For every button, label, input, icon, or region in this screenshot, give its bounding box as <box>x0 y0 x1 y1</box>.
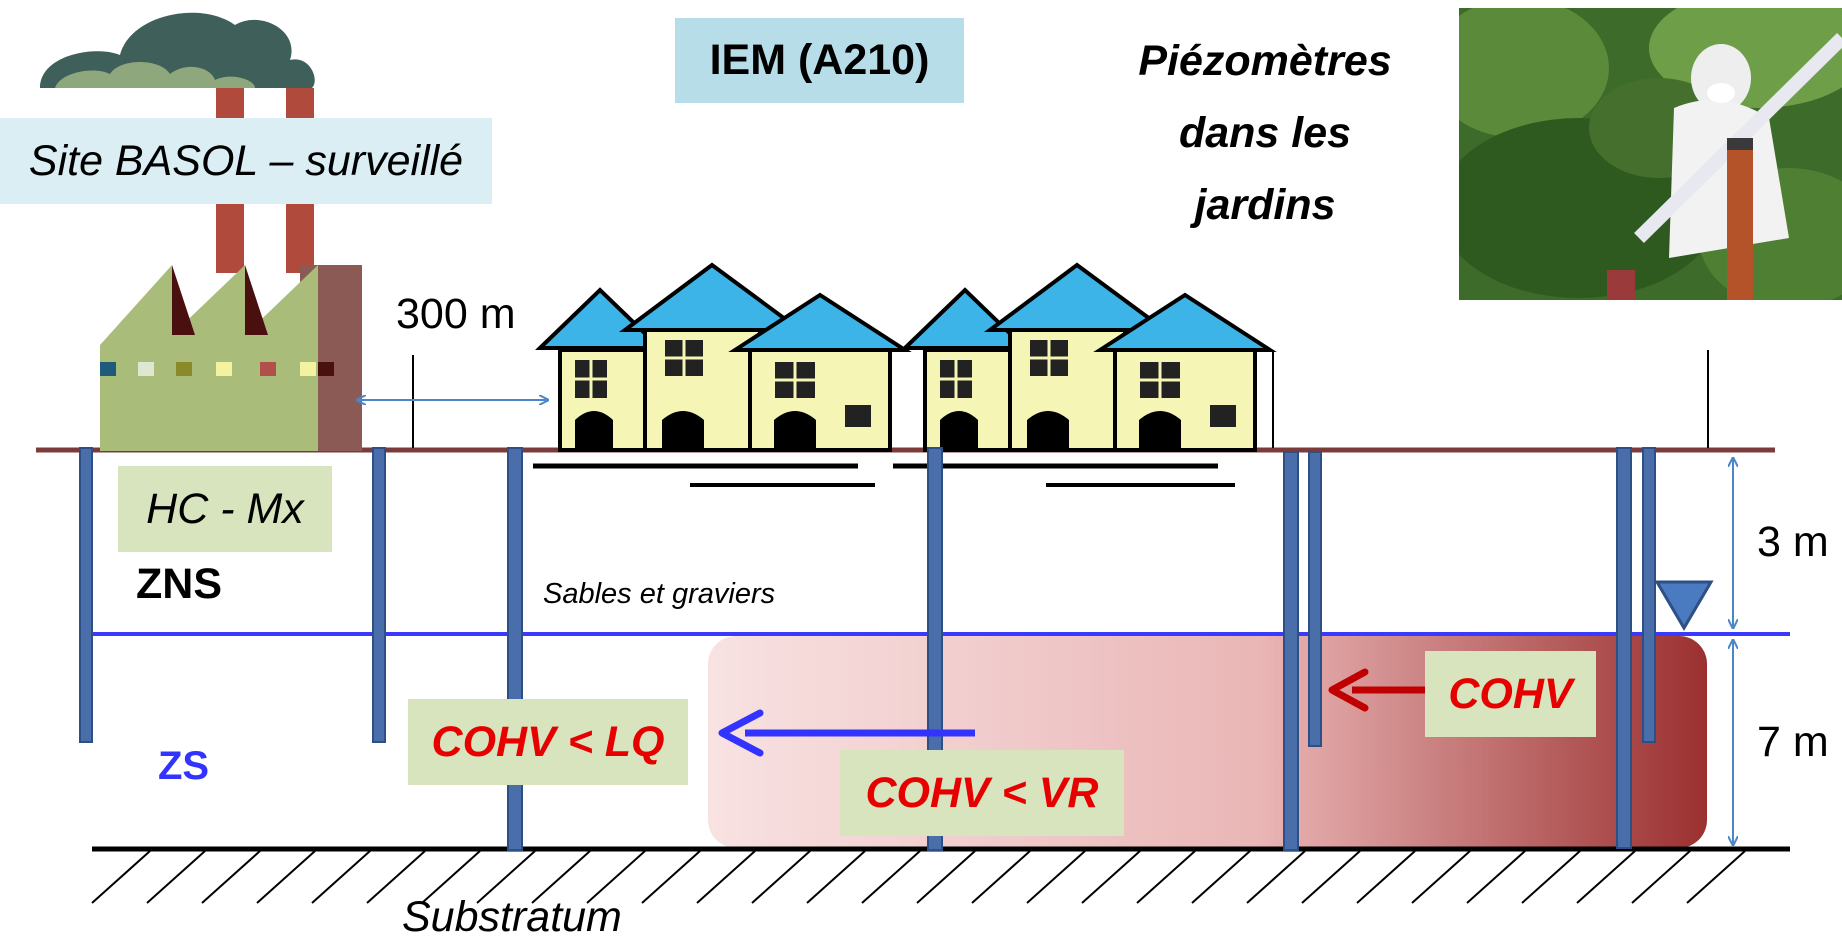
site-label-text: Site BASOL – surveillé <box>28 136 464 185</box>
piezometer <box>79 447 93 743</box>
depth-top-label-text: 3 m <box>1757 518 1829 566</box>
iem-label: IEM (A210) <box>675 18 964 103</box>
sables-label: Sables et graviers <box>543 578 775 611</box>
zns-label: ZNS <box>136 560 222 609</box>
distance-label: 300 m <box>396 290 516 339</box>
cohv-vr-label: COHV < VR <box>840 750 1124 836</box>
photo-technician-sampling <box>1459 8 1842 300</box>
cohv-lq-label: COHV < LQ <box>408 699 688 785</box>
piezometer <box>927 447 943 851</box>
factory-icon <box>40 12 362 451</box>
iem-label-text: IEM (A210) <box>709 36 930 84</box>
piezometer <box>1642 447 1656 743</box>
piezometer-caption-text: Piézomètres dans les jardins <box>1138 37 1392 229</box>
houses-icon <box>533 262 1277 487</box>
piezometer <box>372 447 386 743</box>
cohv-label-text: COHV <box>1448 669 1573 718</box>
piezometer <box>1616 447 1632 849</box>
zns-label-text: ZNS <box>136 560 222 608</box>
zs-label-text: ZS <box>158 744 210 788</box>
depth-bottom-label-text: 7 m <box>1757 718 1829 766</box>
substratum-label: Substratum <box>402 893 622 942</box>
substratum-label-text: Substratum <box>402 893 622 941</box>
site-label: Site BASOL – surveillé <box>0 118 492 204</box>
piezometer <box>507 447 523 851</box>
smoke-cloud-icon <box>40 12 315 88</box>
depth-top-label: 3 m <box>1757 518 1829 567</box>
distance-label-text: 300 m <box>396 290 516 338</box>
red-flow-arrow-head <box>1328 668 1369 712</box>
sables-label-text: Sables et graviers <box>543 578 776 610</box>
piezometer <box>1283 451 1299 851</box>
substratum-hatching <box>91 850 1746 904</box>
pollutants-label-text: HC - Mx <box>146 484 304 533</box>
cohv-lq-label-text: COHV < LQ <box>431 717 665 766</box>
water-table-marker-icon <box>1654 580 1714 631</box>
piezometer <box>1308 451 1322 747</box>
zs-label: ZS <box>158 744 209 789</box>
cohv-label: COHV <box>1425 651 1596 737</box>
depth-bottom-label: 7 m <box>1757 718 1829 767</box>
blue-flow-arrow-head <box>718 709 764 757</box>
piezometer-caption: Piézomètres dans les jardins <box>1115 30 1415 246</box>
pollutants-label: HC - Mx <box>118 466 332 552</box>
cohv-vr-label-text: COHV < VR <box>865 768 1099 817</box>
